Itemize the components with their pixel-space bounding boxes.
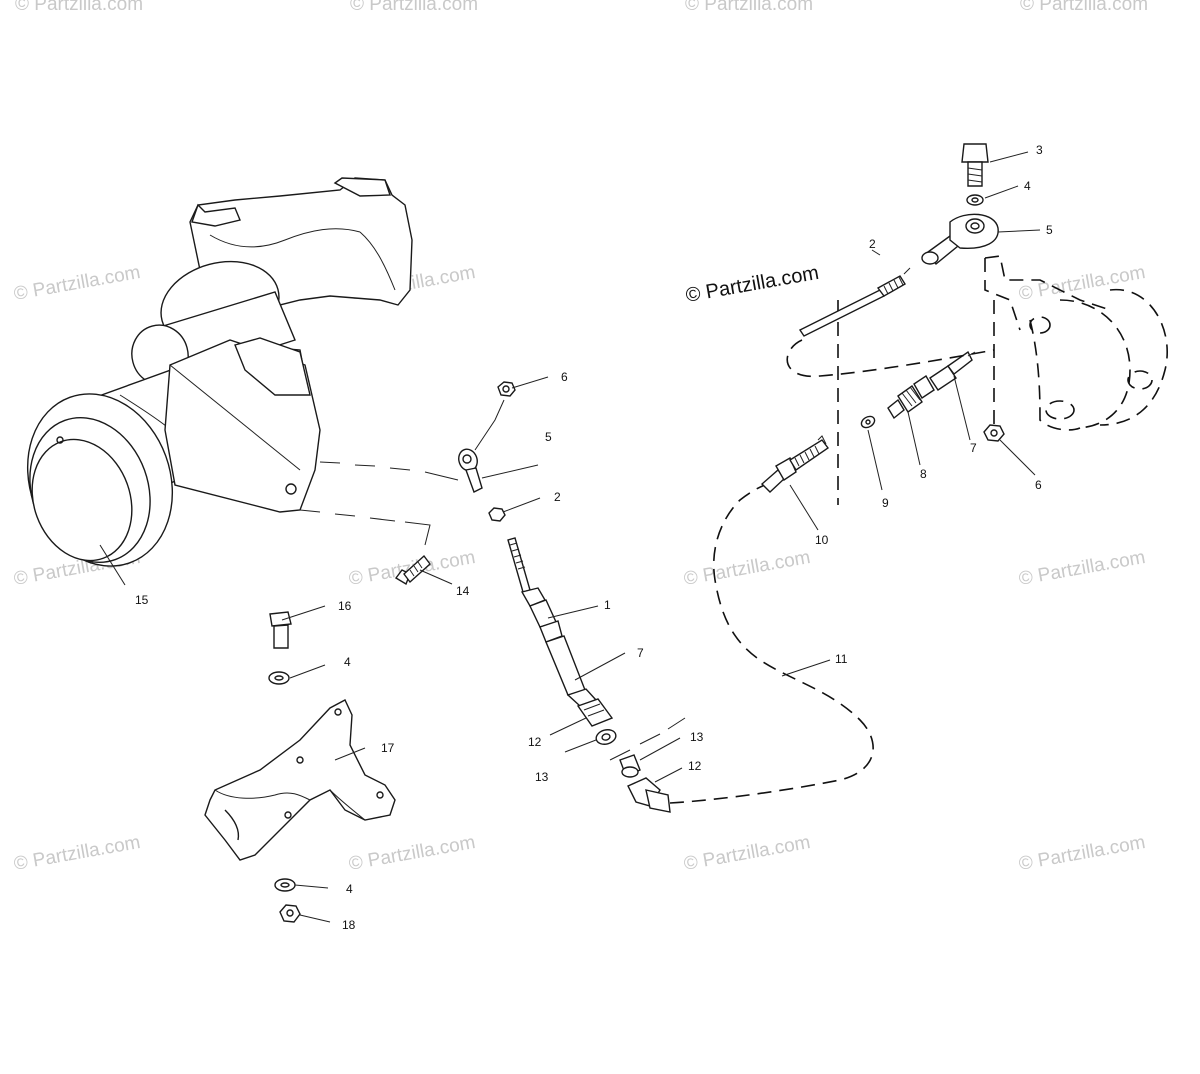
callout-12: 12 [688,759,702,773]
callout-14: 14 [456,584,470,598]
part-2-jam-nut [488,507,506,522]
leader-lines [99,151,1041,923]
link-line-lower [609,717,686,761]
part-16-bolt [269,611,292,649]
part-8-fitting [887,375,935,420]
part-12-fitting-right [619,754,671,813]
part-6-nut-right [983,424,1005,442]
callout-13: 13 [690,730,704,744]
watermark: © Partzilla.com [685,0,813,15]
watermark: © Partzilla.com [350,0,478,15]
callout-3: 3 [1036,143,1043,157]
part-9-washer [860,415,876,429]
callout-17: 17 [381,741,395,755]
watermark: © Partzilla.com [347,832,477,875]
part-4-washer-left [268,671,290,685]
watermark: © Partzilla.com [1017,832,1147,875]
link-line-bolt [299,509,431,546]
part-1-cable-end [507,537,614,727]
callout-labels: 15 16 4 17 4 18 14 6 5 2 1 7 12 13 13 12… [135,143,1053,932]
callout-10: 10 [815,533,829,547]
watermark: © Partzilla.com [1017,547,1147,590]
callout-8: 8 [920,467,927,481]
part-18-nut [279,904,301,923]
callout-4: 4 [1024,179,1031,193]
part-11-cable [669,479,874,804]
watermark: © Partzilla.com [12,832,142,875]
part-15-housing [26,177,413,567]
callout-6: 6 [1035,478,1042,492]
callout-18: 18 [342,918,356,932]
watermark: © Partzilla.com [15,0,143,15]
part-3-bolt [961,143,989,187]
callout-1: 1 [604,598,611,612]
callout-7: 7 [970,441,977,455]
part-13-washer-left [595,729,617,745]
callout-15: 15 [135,593,149,607]
brand-label: © Partzilla.com [684,262,821,307]
part-17-bracket [204,699,396,861]
part-6-nut-upper [474,381,516,451]
callout-16: 16 [338,599,352,613]
callout-5: 5 [1046,223,1053,237]
watermark: © Partzilla.com [682,547,812,590]
part-4-washer-right [966,194,984,206]
watermark: © Partzilla.com [682,832,812,875]
callout-4: 4 [344,655,351,669]
callout-4: 4 [346,882,353,896]
callout-9: 9 [882,496,889,510]
part-10-cable-end [760,435,829,493]
part-4-washer-lower [274,878,296,892]
watermark: © Partzilla.com [12,262,142,305]
callout-2: 2 [554,490,561,504]
watermark: © Partzilla.com [1020,0,1148,15]
callout-6: 6 [561,370,568,384]
callout-11: 11 [835,652,848,666]
callout-12: 12 [528,735,542,749]
callout-13: 13 [535,770,549,784]
cable-loop [786,339,995,378]
throttle-body-outline [984,255,1168,431]
link-line-arm [319,461,459,481]
watermark: © Partzilla.com [1017,262,1147,305]
part-5-rod-end-right [921,213,999,266]
part-2-rod-right [798,267,911,337]
callout-2: 2 [869,237,876,251]
callout-5: 5 [545,430,552,444]
part-14-bolt [394,554,431,586]
part-5-rod-end [458,448,483,493]
callout-7: 7 [637,646,644,660]
